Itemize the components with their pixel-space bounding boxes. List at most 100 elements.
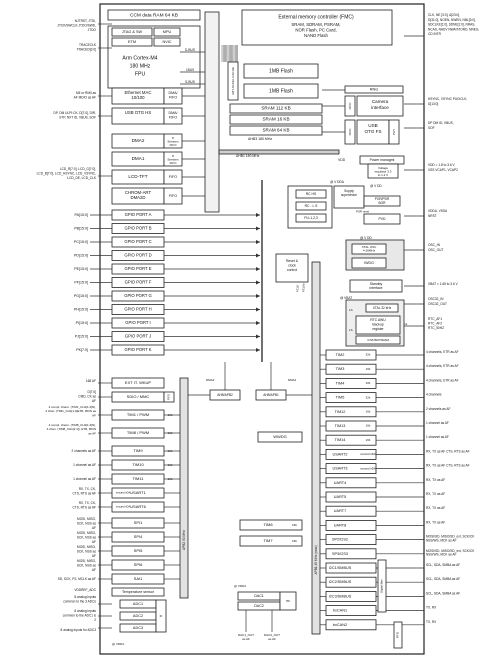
usbfs-pin-label: DP DM ID, VBUS,SOF: [428, 121, 454, 130]
rp-bits-4: 16b: [366, 410, 371, 414]
rp-name-15: I2C1/SMBUS: [329, 566, 352, 570]
timer-bits-2: 16b: [167, 449, 172, 453]
fmc-box: [241, 9, 393, 46]
gpio-port-label-9: GPIO PORT J: [125, 334, 151, 339]
digital-filter-box: [377, 559, 387, 613]
rp-bits-2: 16b: [366, 381, 371, 385]
pclkx-label: PCLKx: [302, 283, 306, 292]
ls2-label: LS: [349, 328, 353, 332]
tim10-pin-label: 1 channel as AF: [73, 463, 96, 467]
sai1-label: SAI1: [134, 576, 143, 581]
sram16-label: SRAM 16 KB: [262, 117, 289, 122]
rp-signal-5: 1 channel as AF: [426, 421, 449, 425]
vbat-range-label: VBAT = 1.65 to 3.6 V: [428, 282, 459, 286]
usbfs-box: [356, 119, 390, 145]
gpio-port-label-0: GPIO PORT A: [125, 212, 152, 217]
clock-group-box: [287, 185, 333, 229]
vdd-mid-label: @ V DD: [360, 236, 372, 240]
gpio-link-1-head: [256, 226, 260, 231]
flash1-label: 1MB Flash: [269, 68, 293, 74]
tim9-pin-label: 2 channels as AF: [72, 449, 97, 453]
eth-dma-label: DMA/FIFO: [169, 91, 178, 100]
tim11-pin-label: 1 channel as AF: [73, 477, 96, 481]
can-fifo-box: [393, 621, 403, 649]
ahb1-bus-label: AHB1 180 MHz: [236, 154, 260, 158]
rp-signal-12: RX, TX as AF: [426, 520, 445, 524]
gpio-pins-label-6: PG[15:0]: [74, 294, 88, 298]
etm-box: [111, 37, 153, 47]
adc-vdda-label: @ VDDA: [112, 642, 124, 646]
spi4-label: SPI4: [134, 534, 143, 539]
rng-label: RNG: [370, 88, 378, 92]
extit-label: EXT IT. WKUP: [125, 380, 151, 385]
gpio-port-label-1: GPIO PORT B: [124, 226, 151, 231]
bus-matrix: [204, 11, 220, 213]
tim8-pin-label: 4 compl. chann. (TIM8_CH1[1:4]N),4 chan.…: [47, 423, 97, 435]
usart1-pin-label: RX, TX, CK,CTS, RTS as AF: [73, 487, 97, 496]
mpu-label: MPU: [163, 30, 172, 34]
rp-bits-5: 16b: [366, 424, 371, 428]
rp-bits-7: smcard irDA: [360, 452, 376, 456]
iwdg-box: [351, 257, 387, 269]
standby-box: [349, 279, 403, 293]
vdd-top-label: @ V DD: [370, 184, 382, 188]
tim1-pin-label: 4 compl. chann. (TIM1_CH1[1:4]N),4 chan.…: [45, 405, 96, 417]
temp-label: Temperature sensor: [122, 590, 155, 594]
rp-signal-1: 4 channels, ETR as AF: [426, 364, 459, 368]
gpio-link-9-head: [256, 334, 260, 339]
gpio-pins-label-10: PK[7:0]: [76, 348, 88, 352]
rp-name-6: TIM14: [335, 438, 346, 442]
fclk-label: FCLK: [296, 285, 300, 292]
rp-name-5: TIM13: [335, 424, 346, 428]
dac2-label: DAC2: [254, 604, 264, 608]
sram64-label: SRAM 64 KB: [262, 128, 289, 133]
tim6-bits: 16b: [292, 523, 297, 527]
digital-filter-label: Digital filter: [380, 579, 384, 593]
camera-fifo-label: FIFO: [348, 102, 352, 109]
iwdg-label: IWDG: [364, 261, 374, 265]
temp-box: [111, 587, 165, 597]
spi6-label: SPI6: [134, 562, 143, 567]
gpio-pins-label-9: PJ[15:0]: [75, 334, 88, 338]
wkup-pin-label: 168 AF: [86, 379, 96, 383]
por-reset-label: POR reset: [356, 210, 369, 214]
gpio-link-8-head: [256, 321, 260, 325]
int-label: Int: [404, 322, 408, 326]
voltage-box: [367, 163, 399, 179]
tim7-label: TIM7: [263, 538, 273, 543]
nvic-label: NVIC: [162, 40, 171, 44]
adc-if-box: [155, 599, 167, 633]
fmc-lines: SRAM, SDRAM, PSRAM,NOR Flash, PC Card,NA…: [291, 22, 340, 38]
wwdg-box: [257, 431, 303, 443]
usbfs-phy-box: [388, 119, 400, 145]
rp-bits-0: 32b: [366, 353, 371, 357]
rp-signal-9: RX, TX as AF: [426, 478, 445, 482]
rp-signal-15: SCL, SDA, SMBA as AF: [426, 563, 460, 567]
rp-name-9: UART4: [334, 481, 346, 485]
rchs-box: [295, 189, 327, 199]
gpio-pins-label-7: PH[15:0]: [74, 307, 88, 311]
power-label: Power managmt: [370, 158, 395, 162]
sbus-label: S-BUS: [185, 80, 195, 84]
sram16-box: [229, 114, 323, 125]
dac-itf-box: [279, 591, 297, 611]
usart6-smcard-label: smcard irDA: [116, 505, 131, 509]
sai-pin-label: SD, SCK, FS, MCLK as AF: [58, 577, 96, 581]
usart6-pin-label: RX, TX, CK,CTS, RTS as AF: [73, 501, 97, 510]
dbus-label: D-BUS: [185, 48, 195, 52]
rp-name-17: I2C3/SMBUS: [329, 594, 352, 598]
xtal32-label: XTAL 32 kHz: [373, 306, 392, 310]
bkpsram-box: [355, 335, 401, 345]
gpio-port-label-3: GPIO PORT D: [124, 253, 151, 258]
